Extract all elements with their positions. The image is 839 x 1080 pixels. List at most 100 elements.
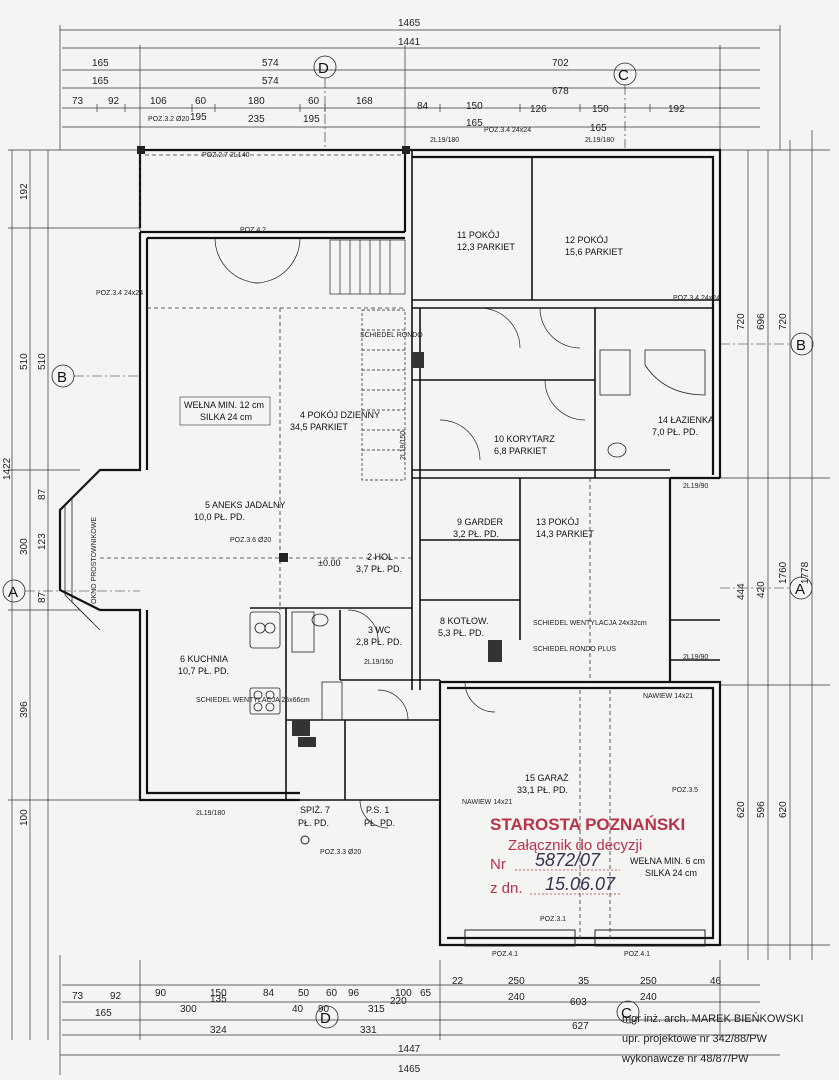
dim-left-300: 300 xyxy=(19,538,30,555)
official-stamp: STAROSTA POZNAŃSKI Załącznik do decyzji … xyxy=(490,815,685,897)
schiedel-went-label-2: SCHIEDEL WENTYLACJA 25x66cm xyxy=(196,697,310,704)
bottom-dim-row-3: 324 331 627 xyxy=(210,1021,589,1036)
dim-r3-10: 150 xyxy=(592,104,609,115)
stamp-nr-value: 5872/07 xyxy=(535,850,601,870)
bottom-dim-row-1: 73 92 90 150 84 50 60 96 100 65 22 250 3… xyxy=(72,976,722,1002)
signature-name: mgr inż. arch. MAREK BIEŃKOWSKI xyxy=(622,1012,804,1025)
insulation-label-1: WEŁNA MIN. 12 cm xyxy=(184,400,264,410)
staircase xyxy=(329,239,406,481)
dim-r3-11: 192 xyxy=(668,104,685,115)
room-10-label: 10 KORYTARZ xyxy=(494,434,555,444)
bottom-dim-row-2: 165 300 135 40 90 315 220 240 603 240 xyxy=(95,992,657,1019)
dim-bottom-total-2: 1465 xyxy=(398,1064,421,1075)
dim-r3-2: 106 xyxy=(150,96,167,107)
axis-b-right: B xyxy=(796,337,806,354)
room-13-area: 14,3 PARKIET xyxy=(536,529,594,539)
dim-b1-2: 90 xyxy=(155,988,167,999)
dim-right-1760: 1760 xyxy=(778,561,789,584)
stamp-date-value: 15.06.07 xyxy=(545,874,616,894)
annotations: WEŁNA MIN. 12 cm SILKA 24 cm WEŁNA MIN. … xyxy=(91,116,720,958)
room-5-area: 10,0 PŁ. PD. xyxy=(194,512,245,522)
dim-row-3: 73 92 106 60 180 60 168 84 150 126 150 1… xyxy=(72,96,685,115)
dim-top-right-1: 702 xyxy=(552,58,569,69)
room-14-area: 7,0 PŁ. PD. xyxy=(652,427,698,437)
top-dimension-lines xyxy=(59,25,781,150)
dim-b1-13: 250 xyxy=(640,976,657,987)
poz-34c-label: POZ.3.4 24x24 xyxy=(673,295,720,302)
room-6-area: 10,7 PŁ. PD. xyxy=(178,666,229,676)
dim-right-696: 696 xyxy=(756,313,767,330)
dim-left-1422: 1422 xyxy=(2,457,13,480)
schiedel-rondo-label: SCHIEDEL RONDO xyxy=(360,332,423,339)
lintel-2: 2L19/180 xyxy=(585,137,614,144)
okno-label: OKNO PROSTOWNIKOWE xyxy=(91,517,98,604)
lintel-4: 2L19/90 xyxy=(683,483,708,490)
room-13-label: 13 POKÓJ xyxy=(536,517,579,527)
dim-left-510a: 510 xyxy=(19,353,30,370)
dim-r4-1: 235 xyxy=(248,114,265,125)
dim-b3-1: 331 xyxy=(360,1025,377,1036)
axis-c-bottom: C xyxy=(621,1005,632,1022)
dim-b2-7: 240 xyxy=(508,992,525,1003)
right-dimension-text: 720 696 720 1760 1778 444 420 620 596 62… xyxy=(736,313,811,818)
axis-d-top: D xyxy=(318,60,329,77)
room-6-label: 6 KUCHNIA xyxy=(180,654,228,664)
nawiew-label-2: NAWIEW 14x21 xyxy=(462,799,512,806)
dim-left-100: 100 xyxy=(19,809,30,826)
poz-27-label: POZ.2.7 2L140 xyxy=(202,152,250,159)
dim-b2-5: 315 xyxy=(368,1004,385,1015)
lintel-1: 2L19/180 xyxy=(430,137,459,144)
dim-r3-8: 150 xyxy=(466,101,483,112)
left-dimension-lines xyxy=(8,149,140,1040)
poz-36-label: POZ.3.6 Ø20 xyxy=(230,537,271,544)
insulation-box-1 xyxy=(179,396,271,426)
room-12-label: 12 POKÓJ xyxy=(565,235,608,245)
room-10-area: 6,8 PARKIET xyxy=(494,446,547,456)
dim-left-510b: 510 xyxy=(37,353,48,370)
room-4-area: 34,5 PARKIET xyxy=(290,422,348,432)
poz-33-label: POZ.3.3 Ø20 xyxy=(320,849,361,856)
dim-top-total-1: 1465 xyxy=(398,18,421,29)
signature-license-2: wykonawcze nr 48/87/PW xyxy=(621,1053,749,1065)
insulation-label-2: WEŁNA MIN. 6 cm xyxy=(630,856,705,866)
silka-label-2: SILKA 24 cm xyxy=(645,868,697,878)
dim-row-4: 195 235 195 165 165 xyxy=(190,112,607,134)
room-15-area: 33,1 PŁ. PD. xyxy=(517,785,568,795)
garage-doors xyxy=(464,929,706,947)
axis-a-left: A xyxy=(8,584,18,601)
left-dimension-text: 1422 510 300 396 100 192 510 87 123 87 xyxy=(2,183,48,826)
dim-b2-3: 40 xyxy=(292,1004,304,1015)
lintel-3: 2L19/150 xyxy=(400,431,407,460)
dim-b1-4: 84 xyxy=(263,988,275,999)
dim-right-444: 444 xyxy=(736,583,747,600)
dim-top-left-2: 165 xyxy=(92,76,109,87)
stamp-date-label: z dn. xyxy=(490,880,523,897)
dim-b3-0: 324 xyxy=(210,1025,227,1036)
dim-r3-5: 60 xyxy=(308,96,320,107)
dim-top-mid-1: 574 xyxy=(262,58,279,69)
room-11-area: 12,3 PARKIET xyxy=(457,242,515,252)
poz-34b-label: POZ.3.4 24x24 xyxy=(484,127,531,134)
dim-b1-6: 60 xyxy=(326,988,338,999)
room-8-label: 8 KOTŁOW. xyxy=(440,616,489,626)
dim-b2-1: 300 xyxy=(180,1004,197,1015)
dim-r3-9: 126 xyxy=(530,104,547,115)
room-labels: 11 POKÓJ 12,3 PARKIET 12 POKÓJ 15,6 PARK… xyxy=(178,230,714,828)
bottom-dimension-lines xyxy=(59,955,780,1075)
dim-b2-0: 165 xyxy=(95,1008,112,1019)
dim-r3-4: 180 xyxy=(248,96,265,107)
room-3-area: 2,8 PŁ. PD. xyxy=(356,637,402,647)
room-1-area: PŁ. PD. xyxy=(364,818,395,828)
stamp-subtitle: Załącznik do decyzji xyxy=(508,837,642,854)
room-2-label: 2 HOL xyxy=(367,552,393,562)
level-label: ±0.00 xyxy=(318,558,340,568)
room-7-area: PŁ. PD. xyxy=(298,818,329,828)
dim-right-1778: 1778 xyxy=(800,561,811,584)
room-2-area: 3,7 PŁ. PD. xyxy=(356,564,402,574)
poz-34a-label: POZ.3.4 24x24 xyxy=(96,290,143,297)
dim-b2-4: 90 xyxy=(318,1004,330,1015)
dim-b1-10: 22 xyxy=(452,976,464,987)
door-swings xyxy=(214,237,586,829)
dim-b2-2: 135 xyxy=(210,994,227,1005)
dim-right-620a: 620 xyxy=(736,801,747,818)
